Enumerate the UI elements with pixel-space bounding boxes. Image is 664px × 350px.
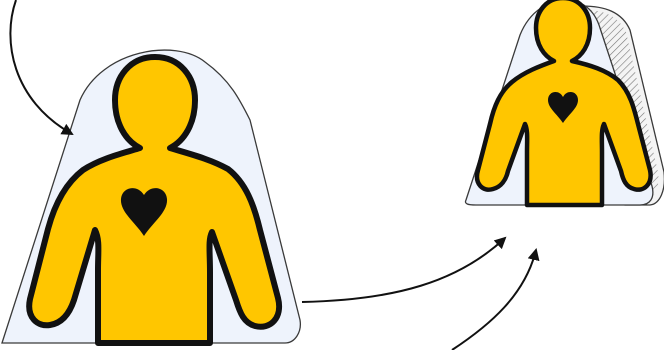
large-figure-group xyxy=(2,50,300,343)
arrow-bottom-to-small xyxy=(452,250,536,350)
arrow-to-large-shroud xyxy=(10,0,72,134)
arrow-large-to-small xyxy=(302,238,505,302)
small-figure-group xyxy=(465,0,664,205)
